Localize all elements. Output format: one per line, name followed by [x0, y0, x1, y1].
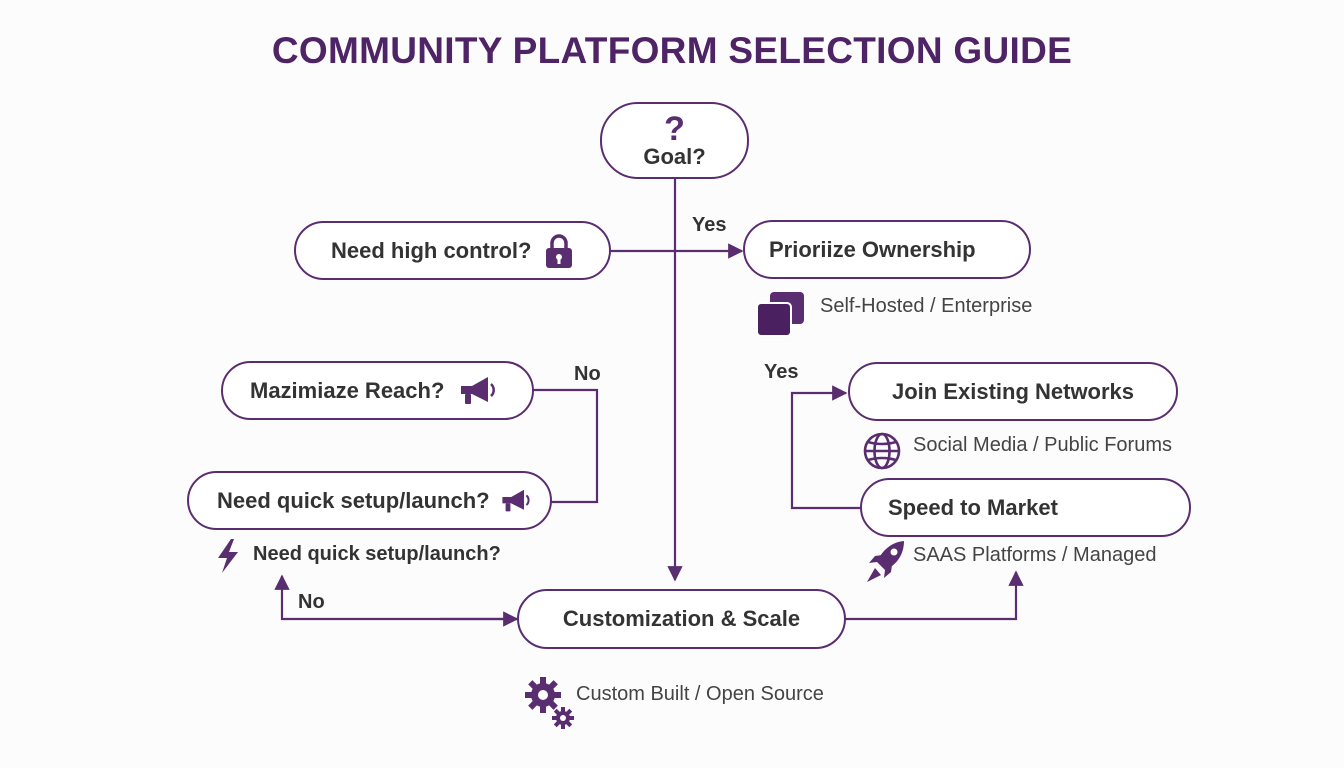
stacked-squares-icon: [756, 290, 806, 338]
quick-node: Need quick setup/launch?: [187, 471, 552, 530]
no-label-custom: No: [298, 591, 325, 613]
join-label: Join Existing Networks: [891, 378, 1135, 404]
page-title: COMMUNITY PLATFORM SELECTION GUIDE: [271, 30, 1073, 71]
speed-label: Speed to Market: [888, 494, 1058, 520]
custom-node: Customization & Scale: [517, 589, 846, 649]
question-icon: ?: [664, 109, 685, 148]
connector-join-bracket: [790, 385, 860, 510]
join-node: Join Existing Networks: [848, 362, 1178, 421]
reach-label: Mazimiaze Reach?: [250, 377, 445, 403]
custom-built-desc: Custom Built / Open Source: [576, 683, 824, 705]
saas-desc: SAAS Platforms / Managed: [913, 544, 1157, 566]
quick-repeat-label: Need quick setup/launch?: [253, 543, 501, 565]
yes-label-control: Yes: [692, 214, 727, 236]
ownership-node: Prioriize Ownership: [743, 220, 1031, 279]
lightning-icon: [215, 538, 241, 574]
megaphone-icon: [458, 374, 498, 408]
connector-custom-to-quick: [274, 574, 517, 621]
gears-icon: [523, 675, 575, 731]
goal-node: ? Goal?: [600, 102, 749, 179]
reach-node: Mazimiaze Reach?: [221, 361, 534, 420]
self-hosted-desc: Self-Hosted / Enterprise: [820, 295, 1033, 317]
custom-label: Customization & Scale: [562, 606, 801, 631]
control-label: Need high control?: [331, 237, 532, 263]
connector-reach-to-quick: [533, 388, 599, 504]
connector-custom-to-saas: [845, 570, 1024, 621]
quick-label: Need quick setup/launch?: [217, 487, 490, 513]
goal-label: Goal?: [643, 143, 706, 169]
rocket-icon: [864, 538, 908, 586]
ownership-label: Prioriize Ownership: [769, 236, 976, 262]
speed-node: Speed to Market: [860, 478, 1191, 537]
social-desc: Social Media / Public Forums: [913, 434, 1172, 456]
no-label-reach: No: [574, 363, 601, 385]
yes-label-join: Yes: [764, 361, 799, 383]
megaphone-icon: [500, 487, 532, 515]
lock-icon: [545, 233, 573, 269]
control-node: Need high control?: [294, 221, 611, 280]
globe-icon: [862, 431, 902, 471]
